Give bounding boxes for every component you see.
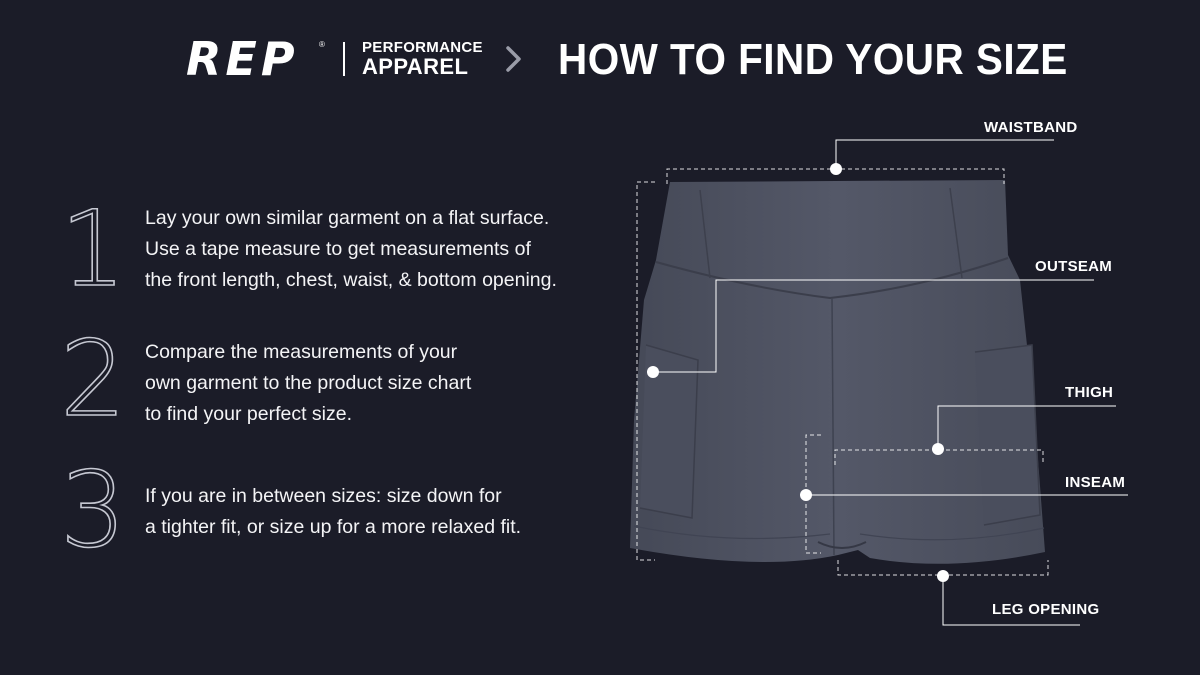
brand-subtitle-apparel: APPAREL xyxy=(362,54,469,79)
step-number-3: 3 xyxy=(59,449,127,571)
shorts-illustration xyxy=(630,180,1045,564)
brand-logo: REP xyxy=(186,32,299,86)
step-number-2: 2 xyxy=(59,318,127,440)
callout-thigh: THIGH xyxy=(1065,384,1114,401)
step-text-3: If you are in between sizes: size down f… xyxy=(145,485,522,538)
callout-leg-opening: LEG OPENING xyxy=(992,601,1100,618)
brand-subtitle-performance: PERFORMANCE xyxy=(362,39,483,56)
step-text-2: Compare the measurements of your own gar… xyxy=(145,341,472,425)
callout-outseam: OUTSEAM xyxy=(1035,258,1113,275)
step-number-1: 1 xyxy=(59,188,127,310)
callout-inseam: INSEAM xyxy=(1065,474,1126,491)
callout-waistband: WAISTBAND xyxy=(984,119,1078,136)
page-title: HOW TO FIND YOUR SIZE xyxy=(558,35,1068,84)
brand-divider xyxy=(343,42,345,76)
step-text-1: Lay your own similar garment on a flat s… xyxy=(145,207,557,291)
registered-mark: ® xyxy=(319,40,325,49)
chevron-right-icon xyxy=(506,46,521,72)
